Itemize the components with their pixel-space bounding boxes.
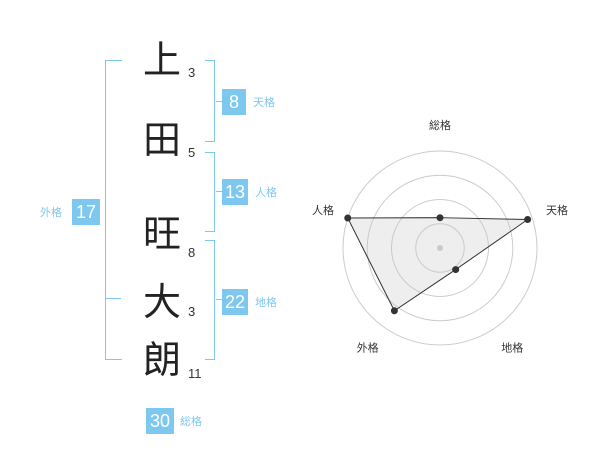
gaikaku-bracket [105, 60, 122, 360]
gaikaku-bracket-divider [105, 298, 121, 299]
radar-ring [391, 199, 489, 297]
radar-point-2 [524, 216, 532, 224]
radar-ring [342, 150, 538, 346]
radar-axis-label-4: 外格 [357, 341, 379, 355]
jinkaku-value-badge: 13 [222, 179, 248, 205]
tenkaku-bracket [205, 60, 215, 142]
stroke-count-5: 11 [188, 366, 202, 381]
name-char-1: 上 [142, 38, 181, 82]
radar-point-1 [436, 214, 444, 222]
jinkaku-bracket [205, 152, 215, 232]
chikaku-bracket [205, 240, 215, 360]
stroke-count-2: 5 [188, 145, 196, 160]
radar-data-polygon [346, 217, 530, 312]
radar-axis-label-2: 天格 [546, 203, 568, 217]
stroke-count-3: 8 [188, 245, 196, 260]
tenkaku-stub [216, 101, 222, 102]
radar-point-3 [452, 266, 460, 274]
name-char-3: 旺 [142, 212, 181, 256]
jinkaku-label: 人格 [255, 186, 277, 199]
tenkaku-value-badge: 8 [222, 89, 246, 115]
radar-ring [415, 223, 465, 273]
name-char-2: 田 [142, 118, 181, 162]
radar-point-4 [390, 307, 398, 315]
chikaku-value-badge: 22 [222, 289, 248, 315]
stroke-count-4: 3 [188, 304, 196, 319]
gaikaku-label: 外格 [40, 206, 62, 219]
radar-point-5 [344, 214, 352, 222]
soukaku-value-badge: 30 [146, 408, 174, 434]
name-char-5: 朗 [142, 338, 181, 382]
name-char-4: 大 [142, 280, 181, 324]
gaikaku-value-badge: 17 [72, 199, 100, 225]
tenkaku-label: 天格 [253, 96, 275, 109]
stroke-count-1: 3 [188, 65, 196, 80]
soukaku-label: 総格 [180, 415, 202, 428]
radar-center-dot [437, 245, 443, 251]
radar-axis-label-5: 人格 [312, 203, 334, 217]
radar-axis-label-1: 総格 [429, 118, 451, 132]
jinkaku-stub [216, 191, 222, 192]
radar-ring [366, 174, 514, 322]
chikaku-stub [216, 299, 222, 300]
radar-axis-label-3: 地格 [501, 341, 523, 355]
chikaku-label: 地格 [255, 296, 277, 309]
